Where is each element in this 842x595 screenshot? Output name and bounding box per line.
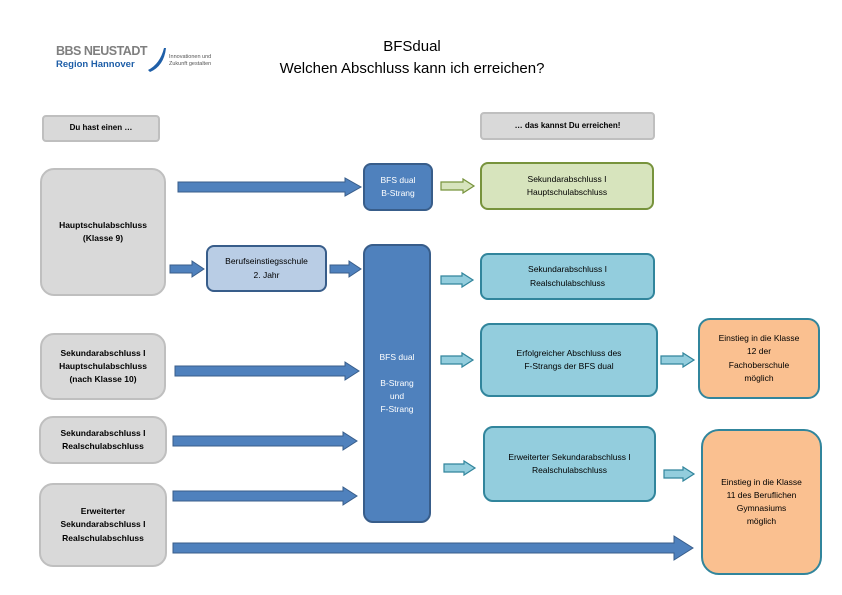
arrow-sek1-real-to-bfs xyxy=(172,431,358,451)
school-bfs-dual-b-und-f-strang: BFS dual B-Strang und F-Strang xyxy=(363,244,431,523)
arrow-f-strang-to-fachoberschule xyxy=(660,351,696,369)
arrow-bfs-to-erw-sek1 xyxy=(443,459,477,477)
outcome-sek1-hauptschulabschluss: Sekundarabschluss I Hauptschulabschluss xyxy=(480,162,654,210)
arrow-bfs-to-sek1-real xyxy=(440,271,475,289)
arrow-erw-sek1-to-gymnasium xyxy=(172,535,694,561)
logo-swoosh-icon xyxy=(148,48,166,72)
header-output: … das kannst Du erreichen! xyxy=(480,112,655,140)
outcome-f-strang-abschluss: Erfolgreicher Abschluss des F-Strangs de… xyxy=(480,323,658,397)
arrow-berufseinstieg-to-bfs xyxy=(329,260,362,278)
title-line-1: BFSdual xyxy=(383,38,441,55)
logo-name: BBS NEUSTADT xyxy=(56,44,148,58)
arrow-bfs-to-f-strang xyxy=(440,351,475,369)
arrow-bfs-b-to-sek1-haupt xyxy=(440,177,476,195)
title-line-2: Welchen Abschluss kann ich erreichen? xyxy=(279,60,545,77)
outcome-erweiterter-sek1: Erweiterter Sekundarabschluss I Realschu… xyxy=(483,426,656,502)
input-hauptschulabschluss: Hauptschulabschluss (Klasse 9) xyxy=(40,168,166,296)
input-erweiterter-sek1: Erweiterter Sekundarabschluss I Realschu… xyxy=(39,483,167,567)
further-fachoberschule: Einstieg in die Klasse 12 der Fachobersc… xyxy=(698,318,820,399)
logo-tagline: Innovationen und Zukunft gestalten xyxy=(169,54,212,67)
arrow-sek1-haupt-to-bfs xyxy=(174,361,360,381)
arrow-erw-sek1-to-bfs xyxy=(172,486,358,506)
school-berufseinstiegsschule: Berufseinstiegsschule 2. Jahr xyxy=(206,245,327,292)
input-sek1-hauptschulabschluss: Sekundarabschluss I Hauptschulabschluss … xyxy=(40,333,166,400)
arrow-hauptschule-to-bfs-b xyxy=(177,177,363,197)
header-input: Du hast einen … xyxy=(42,115,160,142)
outcome-sek1-realschulabschluss: Sekundarabschluss I Realschulabschluss xyxy=(480,253,655,300)
arrow-hauptschule-to-berufseinstieg xyxy=(169,260,205,278)
school-logo: BBS NEUSTADT Region Hannover Innovatione… xyxy=(54,44,234,74)
arrow-erw-sek1-to-gymnasium-short xyxy=(663,465,696,483)
page-title: BFSdual Welchen Abschluss kann ich errei… xyxy=(232,36,592,80)
logo-region: Region Hannover xyxy=(56,59,135,70)
further-berufliches-gymnasium: Einstieg in die Klasse 11 des Berufliche… xyxy=(701,429,822,575)
input-sek1-realschulabschluss: Sekundarabschluss I Realschulabschluss xyxy=(39,416,167,464)
school-bfs-dual-b-strang: BFS dual B-Strang xyxy=(363,163,433,211)
